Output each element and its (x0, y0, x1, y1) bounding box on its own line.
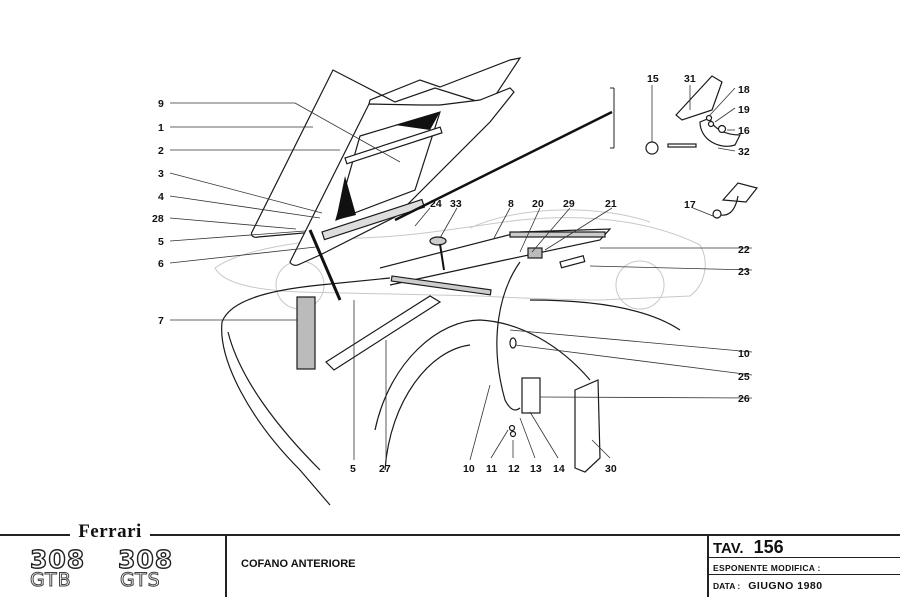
support-knob (429, 236, 447, 271)
callout-9: 9 (158, 98, 164, 110)
callout-30: 30 (605, 463, 617, 475)
title-block-row-rule-2 (707, 574, 900, 575)
callout-17: 17 (684, 199, 696, 211)
leader-lines (169, 85, 753, 461)
cross-beam (325, 295, 442, 371)
front-body (221, 277, 681, 506)
hinge-assembly (645, 75, 741, 155)
callout-29: 29 (563, 198, 575, 210)
callout-31: 31 (684, 73, 696, 85)
hood-frame (289, 87, 515, 266)
callout-12: 12 (508, 463, 520, 475)
callout-23: 23 (738, 266, 750, 278)
date-value: GIUGNO 1980 (748, 580, 823, 592)
callout-26: 26 (738, 393, 750, 405)
prop-rod (308, 229, 342, 301)
title-block-top-rule (0, 534, 900, 536)
model-number-2: 308 (117, 544, 174, 574)
callout-20: 20 (532, 198, 544, 210)
callout-22: 22 (738, 244, 750, 256)
date-row: DATA : GIUGNO 1980 (713, 580, 823, 592)
callout-2: 2 (158, 145, 164, 157)
callout-6: 6 (158, 258, 164, 270)
callout-19: 19 (738, 104, 750, 116)
model-variant-2: GTS (120, 569, 161, 592)
callout-1: 1 (158, 122, 164, 134)
latch (527, 247, 543, 259)
callout-21: 21 (605, 198, 617, 210)
seal-strip (344, 126, 443, 165)
support-plate (574, 379, 601, 473)
hinge-17 (712, 182, 759, 219)
opening-frame (379, 228, 612, 296)
callout-24: 24 (430, 198, 442, 210)
callout-16: 16 (738, 125, 750, 137)
callout-14: 14 (553, 463, 565, 475)
front-strip (321, 198, 426, 241)
foam-pad (296, 296, 316, 370)
callout-3: 3 (158, 168, 164, 180)
table-label: TAV. (713, 540, 744, 557)
callout-13: 13 (530, 463, 542, 475)
callout-labels: 9 1 2 3 4 28 5 6 7 24 33 8 20 29 21 22 2… (152, 73, 750, 475)
table-number-row: TAV. 156 (713, 537, 784, 558)
callout-27: 27 (379, 463, 391, 475)
latch-bracket (521, 377, 541, 414)
callout-10: 10 (738, 348, 750, 360)
callout-8: 8 (508, 198, 514, 210)
date-label: DATA : (713, 581, 741, 591)
model-variant-1: GTB (30, 569, 72, 592)
callout-28: 28 (152, 213, 164, 225)
callout-7: 7 (158, 315, 164, 327)
ferrari-logo: Ferrari (70, 521, 150, 545)
sheet-description: COFANO ANTERIORE (241, 558, 356, 570)
callout-4: 4 (158, 191, 164, 203)
callout-25: 25 (738, 371, 750, 383)
callout-10-bottom: 10 (463, 463, 475, 475)
callout-18: 18 (738, 84, 750, 96)
title-block-divider-left (225, 534, 227, 597)
exploded-view-drawing: 9 1 2 3 4 28 5 6 7 24 33 8 20 29 21 22 2… (152, 57, 759, 506)
callout-15: 15 (647, 73, 659, 85)
model-number-1: 308 (29, 544, 86, 574)
hood-panel (250, 57, 522, 238)
table-number: 156 (753, 537, 784, 557)
callout-5-bottom: 5 (350, 463, 356, 475)
release-cable (496, 261, 521, 411)
callout-11: 11 (486, 463, 497, 475)
modification-label: ESPONENTE MODIFICA : (713, 563, 821, 573)
title-block-divider-right (707, 534, 709, 597)
callout-33: 33 (450, 198, 462, 210)
title-block-row-rule-1 (707, 557, 900, 558)
callout-5: 5 (158, 236, 164, 248)
callout-32: 32 (738, 146, 750, 158)
